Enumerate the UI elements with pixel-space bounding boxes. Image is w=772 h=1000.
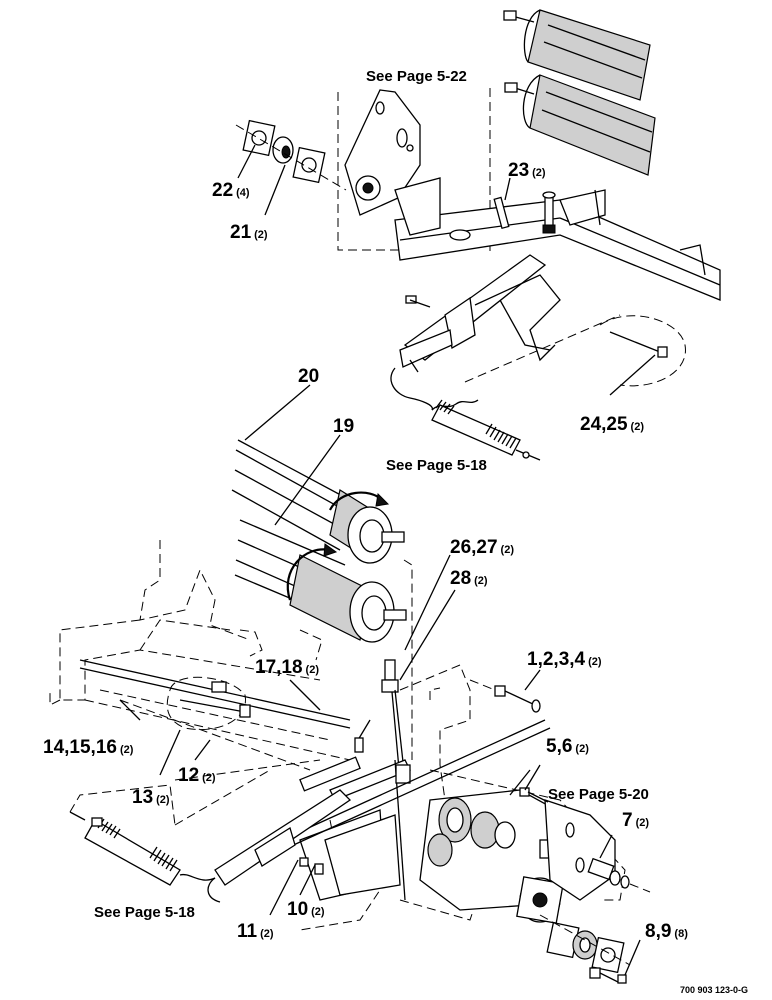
callout-20: 20	[298, 366, 319, 387]
callout-8-9: 8,9(8)	[645, 921, 688, 942]
frame-beam-top	[394, 177, 721, 301]
callout-17-18: 17,18(2)	[255, 657, 319, 678]
callout-26-27: 26,27(2)	[450, 537, 514, 558]
callout-7: 7(2)	[622, 810, 649, 831]
see-page-5-18-bottom: See Page 5-18	[94, 904, 195, 921]
callout-12: 12(2)	[178, 765, 216, 786]
callout-5-6: 5,6(2)	[546, 736, 589, 757]
see-page-5-18-top: See Page 5-18	[386, 457, 487, 474]
lower-roller-top	[504, 74, 656, 176]
lower-assembly	[49, 540, 651, 984]
callout-14-16: 14,15,16(2)	[43, 737, 134, 758]
leader-lines	[119, 144, 656, 976]
roller-19	[234, 519, 407, 643]
spacer-7	[587, 857, 651, 893]
callout-23: 23(2)	[508, 160, 546, 181]
callout-28: 28(2)	[450, 568, 488, 589]
cross-shaft	[259, 719, 551, 859]
callout-11: 11(2)	[237, 921, 274, 942]
see-page-5-20: See Page 5-20	[548, 786, 649, 803]
chain-bracket-top	[390, 329, 453, 411]
page-references: See Page 5-22 See Page 5-18 See Page 5-2…	[94, 68, 748, 995]
bearing-assembly-right	[419, 769, 564, 924]
roller-20	[231, 439, 405, 564]
bolt-5-6	[519, 787, 549, 803]
callout-1-4: 1,2,3,4(2)	[527, 649, 602, 670]
spring-top	[431, 399, 541, 461]
upper-roller-top	[503, 9, 651, 101]
tension-arm-bottom	[207, 789, 352, 903]
pivot-pin-top	[493, 191, 556, 234]
callout-10: 10(2)	[287, 899, 325, 920]
callout-24-25: 24,25(2)	[580, 414, 644, 435]
callout-19: 19	[333, 416, 354, 437]
middle-rollers	[231, 439, 413, 760]
callout-22: 22(4)	[212, 180, 250, 201]
spring-bottom	[69, 784, 216, 886]
callout-13: 13(2)	[132, 787, 170, 808]
clamp-14-16	[166, 676, 251, 730]
callout-21: 21(2)	[230, 222, 268, 243]
bolt-24-25	[405, 295, 686, 387]
side-plate-top	[344, 89, 421, 216]
drawing-number: 700 903 123-0-G	[680, 985, 748, 995]
callouts: 22(4) 21(2) 23(2) 24,25(2) 20 19 26,27(2…	[43, 160, 688, 942]
top-assembly	[235, 9, 721, 461]
bearing-flanges-top	[235, 119, 347, 191]
see-page-5-22: See Page 5-22	[366, 68, 467, 85]
bolt-1-4	[469, 679, 541, 713]
flange-8-9	[539, 914, 631, 984]
